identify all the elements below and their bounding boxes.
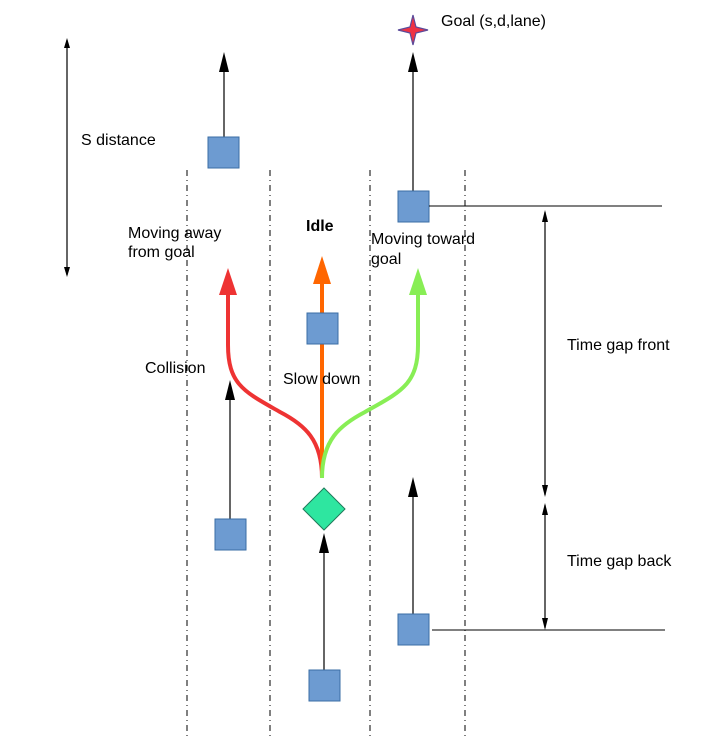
vehicle-left-collision: [214, 380, 247, 551]
moving-away-arrowhead: [219, 268, 237, 295]
idle-label: Idle: [306, 218, 334, 235]
vehicle-square-icon: [397, 613, 430, 646]
vehicle-bottom-center: [308, 533, 341, 702]
vehicle-right-back: [397, 477, 430, 646]
time-gap-back-label: Time gap back: [567, 553, 672, 570]
slow-down-label: Slow down: [283, 371, 360, 388]
time-gap-front-arrow: [542, 210, 548, 497]
moving-away-label-line1: Moving away: [128, 225, 221, 242]
vehicle-top-left: [207, 52, 240, 169]
ego-vehicle-diamond-icon: [302, 487, 346, 531]
idle-arrowhead: [313, 256, 331, 284]
s-distance-arrow: [64, 38, 70, 277]
time-gap-front-label: Time gap front: [567, 337, 670, 354]
vehicle-square-icon: [306, 312, 339, 345]
lane-lines: [186, 170, 466, 740]
vehicle-square-icon: [397, 190, 430, 223]
vehicle-top-right: [397, 52, 430, 223]
time-gap-back-arrow: [542, 503, 548, 630]
vehicle-square-icon: [207, 136, 240, 169]
moving-toward-path: [320, 290, 420, 479]
vehicle-square-icon: [308, 669, 341, 702]
moving-away-label-line2: from goal: [128, 244, 195, 261]
moving-toward-label-line1: Moving toward: [371, 231, 475, 248]
goal-star-icon: [397, 14, 429, 46]
moving-away-path: [226, 290, 324, 479]
moving-toward-arrowhead: [409, 268, 427, 295]
s-distance-label: S distance: [81, 132, 156, 149]
vehicle-square-icon: [214, 518, 247, 551]
collision-label: Collision: [145, 360, 205, 377]
moving-toward-label-line2: goal: [371, 251, 401, 268]
goal-label: Goal (s,d,lane): [441, 13, 546, 30]
